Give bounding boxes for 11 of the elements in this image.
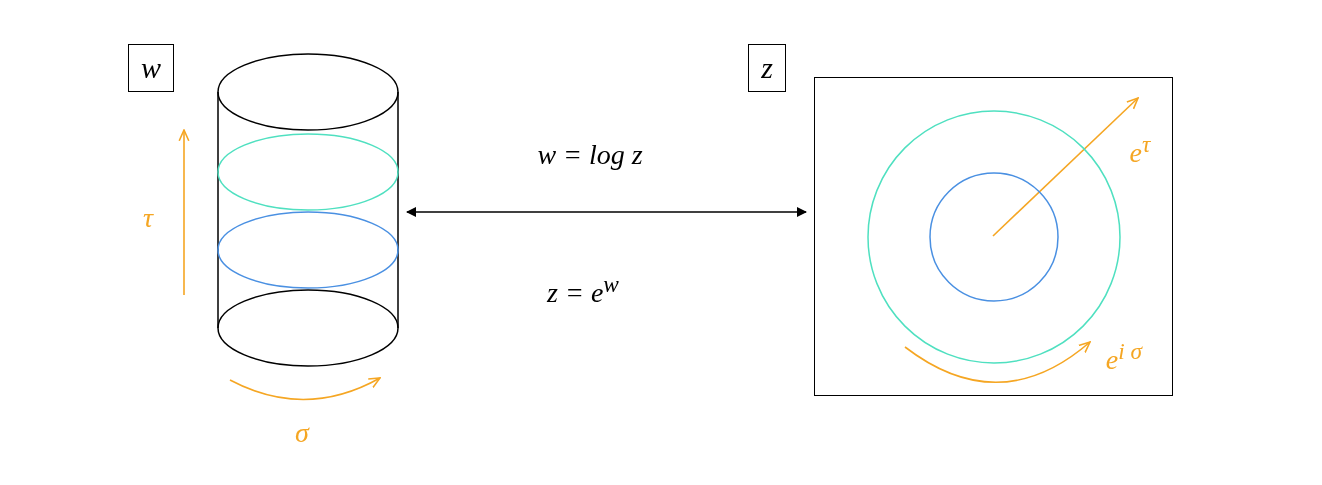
axis-label: σ — [295, 417, 309, 449]
cylinder-drawing — [217, 52, 399, 370]
formula: w = log z — [537, 139, 643, 171]
formula: e$^{τ}$ — [1129, 130, 1151, 170]
variable-label-box: w — [128, 44, 174, 92]
formula: e$^{i σ}$ — [1105, 337, 1143, 377]
axis-label: τ — [143, 202, 153, 234]
variable-label-box: z — [748, 44, 786, 92]
plane-square — [814, 77, 1173, 396]
double-arrow — [406, 207, 807, 217]
formula: z = e$^{w}$ — [547, 270, 619, 310]
